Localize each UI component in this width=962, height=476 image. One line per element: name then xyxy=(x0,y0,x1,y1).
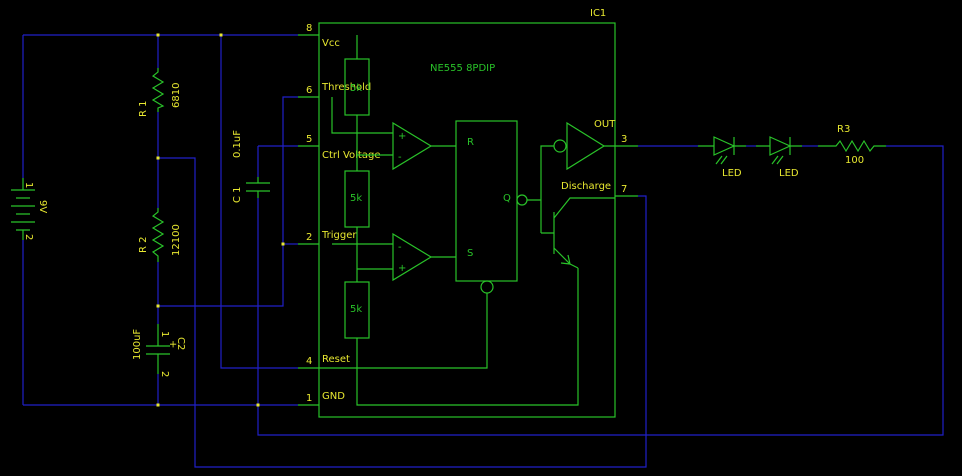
output-buffer xyxy=(566,121,606,171)
pin7-name: Discharge xyxy=(561,181,611,192)
c2-ref: C2 xyxy=(175,337,186,350)
wires xyxy=(22,34,944,468)
c2-pin2: 2 xyxy=(159,371,170,377)
junction-dot xyxy=(156,156,160,160)
ff-q-bubble xyxy=(516,194,528,206)
ic1-ne555[interactable]: IC1 NE555 8PDIP 8 6 5 2 4 1 3 7 Vcc Thre… xyxy=(298,8,638,418)
junction-dot xyxy=(256,403,260,407)
ic-ref: IC1 xyxy=(590,8,606,19)
r1-ref: R 1 xyxy=(138,101,149,118)
junction-dot xyxy=(156,304,160,308)
led1-label: LED xyxy=(722,168,742,179)
pin5-name: Ctrl Voltage xyxy=(322,150,380,161)
r2-value: 12100 xyxy=(171,224,182,256)
resistor-r1[interactable]: R 1 6810 xyxy=(138,68,182,117)
junctions xyxy=(156,33,285,407)
r3-ref: R3 xyxy=(837,124,850,135)
discharge-wire xyxy=(158,157,647,468)
battery-9v[interactable]: 9V 1 2 xyxy=(11,178,48,240)
ff-r: R xyxy=(467,137,474,148)
battery-value: 9V xyxy=(37,200,48,213)
battery-pin1: 1 xyxy=(23,182,34,188)
junction-dot xyxy=(156,403,160,407)
divider-resistor-mid xyxy=(344,170,370,228)
pin1-num: 1 xyxy=(306,393,312,404)
r3-value: 100 xyxy=(845,155,864,166)
comparator-top xyxy=(392,121,433,171)
output-bubble xyxy=(553,139,567,153)
battery-pin2: 2 xyxy=(23,234,34,240)
resistor-r3[interactable]: R3 100 xyxy=(818,124,886,166)
pin4-name: Reset xyxy=(322,354,350,365)
junction-dot xyxy=(156,33,160,37)
r2-ref: R 2 xyxy=(138,237,149,254)
ff-s: S xyxy=(467,248,473,259)
threshold-trigger-net xyxy=(158,96,298,307)
divider-bottom-label: 5k xyxy=(350,304,362,315)
capacitor-c2[interactable]: 100uF C2 1 2 + xyxy=(132,324,186,377)
pin3-name: OUT xyxy=(594,119,616,130)
pin7-num: 7 xyxy=(621,184,627,195)
pin3-num: 3 xyxy=(621,134,627,145)
ic-part: NE555 8PDIP xyxy=(430,63,495,74)
c2-plus: + xyxy=(167,340,178,348)
pin6-num: 6 xyxy=(306,85,312,96)
led-2[interactable]: LED xyxy=(756,136,802,179)
c2-pin1: 1 xyxy=(159,331,170,337)
pin1-name: GND xyxy=(322,391,345,402)
capacitor-c1[interactable]: C 1 0.1uF xyxy=(232,130,270,203)
discharge-transistor xyxy=(541,197,615,269)
ff-reset-bubble xyxy=(480,280,494,294)
pin8-num: 8 xyxy=(306,23,312,34)
reset-wire xyxy=(220,35,298,369)
c1-value: 0.1uF xyxy=(232,130,243,158)
divider-resistor-top xyxy=(344,58,370,116)
c2-value: 100uF xyxy=(132,329,143,360)
junction-dot xyxy=(219,33,223,37)
pin2-num: 2 xyxy=(306,232,312,243)
pin6-name: Threshold xyxy=(321,82,371,93)
pin4-num: 4 xyxy=(306,356,312,367)
pin2-name: Trigger xyxy=(321,230,357,241)
led-1[interactable]: LED xyxy=(698,136,746,179)
ic-body xyxy=(318,22,616,418)
comp-top-minus: - xyxy=(398,152,402,163)
ff-q: Q xyxy=(503,193,511,204)
divider-mid-label: 5k xyxy=(350,193,362,204)
divider-top-label: 5k xyxy=(350,83,362,94)
comp-top-plus: + xyxy=(398,131,406,142)
c1-return-wire xyxy=(257,145,944,436)
comp-bottom-plus: + xyxy=(398,263,406,274)
pin5-num: 5 xyxy=(306,134,312,145)
pin8-name: Vcc xyxy=(322,38,340,49)
resistor-r2[interactable]: R 2 12100 xyxy=(138,208,182,262)
led2-label: LED xyxy=(779,168,799,179)
comparator-bottom xyxy=(392,232,433,282)
comp-bottom-minus: - xyxy=(398,242,402,253)
divider-resistor-bottom xyxy=(344,281,370,339)
junction-dot xyxy=(281,242,285,246)
r1-value: 6810 xyxy=(171,83,182,108)
c1-ref: C 1 xyxy=(232,186,243,203)
